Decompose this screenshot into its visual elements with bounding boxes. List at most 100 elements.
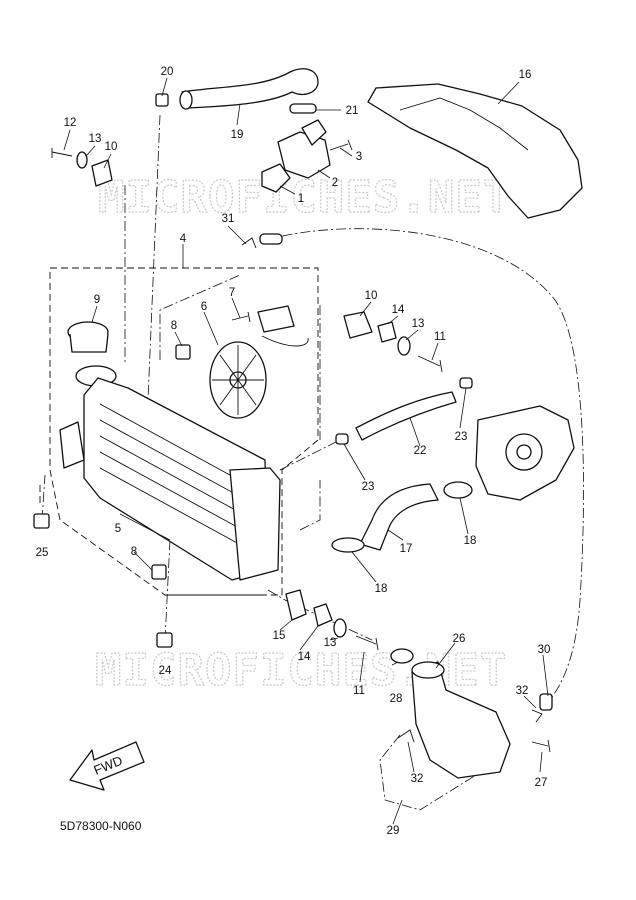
callout-19: 19	[231, 129, 244, 141]
callout-5: 5	[115, 523, 121, 535]
callout-24: 24	[159, 665, 172, 677]
clip-24	[156, 632, 173, 648]
callout-2: 2	[332, 177, 338, 189]
clip-32-right	[531, 709, 543, 723]
radiator-cap-body	[69, 333, 109, 353]
clip-25	[33, 513, 50, 529]
callout-8-bottom: 8	[131, 546, 137, 558]
coolant-reservoir-tank	[411, 661, 511, 779]
callout-14-mid: 14	[392, 304, 405, 316]
leader-lines	[63, 77, 549, 825]
callout-12: 12	[64, 117, 77, 129]
callout-29: 29	[387, 825, 400, 837]
callout-14-bottom: 14	[298, 651, 311, 663]
callout-10-mid: 10	[365, 290, 378, 302]
bypass-hose-22	[355, 391, 457, 441]
collar-14-mid	[377, 321, 397, 343]
reservoir-filler	[411, 661, 445, 679]
center-line-15	[267, 589, 373, 641]
bolt-7	[231, 311, 251, 323]
hose-clamp-18-left	[331, 537, 365, 553]
callout-6: 6	[201, 301, 207, 313]
air-shroud-edge	[399, 97, 529, 151]
callout-18-right: 18	[464, 535, 477, 547]
hose-clamp-18-right	[443, 481, 473, 499]
overflow-hose-routing	[264, 228, 584, 706]
radiator-assembly-boundary	[49, 267, 319, 596]
callout-13-top: 13	[89, 133, 102, 145]
thermostat	[261, 163, 291, 193]
center-line-25	[41, 474, 46, 521]
reservoir-hose-30	[539, 693, 553, 711]
callout-20: 20	[161, 66, 174, 78]
callout-28: 28	[390, 693, 403, 705]
water-pump-shaft	[516, 444, 532, 460]
callout-1: 1	[298, 193, 304, 205]
lower-radiator-hose	[359, 483, 439, 551]
center-line-mount	[299, 305, 321, 531]
callout-16: 16	[519, 69, 532, 81]
washer-13-mid	[397, 336, 411, 356]
callout-18-left: 18	[375, 583, 388, 595]
overflow-hose-end	[259, 233, 283, 245]
clip-8-bottom	[151, 564, 167, 580]
callout-22: 22	[414, 445, 427, 457]
grommet-15	[285, 589, 307, 621]
clip-8-top	[175, 344, 191, 360]
diagram-code: 5D78300-N060	[60, 819, 142, 833]
callout-17: 17	[400, 543, 413, 555]
center-line-24	[164, 539, 171, 641]
callout-11-mid: 11	[434, 331, 446, 343]
fan-connector	[257, 305, 295, 333]
radiator-side-tank	[229, 467, 281, 581]
callout-23-right: 23	[455, 431, 468, 443]
bolt-11-bottom	[355, 635, 379, 651]
radiator-lower-boundary	[39, 485, 262, 596]
callout-13-mid: 13	[412, 318, 425, 330]
fan-wire	[261, 335, 309, 347]
upper-hose-end	[179, 90, 193, 110]
hose-clamp-23-right	[459, 377, 473, 389]
grommet-10-mid	[343, 311, 373, 339]
reservoir-cap	[390, 648, 414, 664]
center-line-23	[279, 439, 341, 471]
callout-32-left: 32	[411, 773, 424, 785]
collar-13-top	[76, 151, 88, 169]
callout-8-top: 8	[171, 320, 177, 332]
washer-13-bottom	[333, 618, 347, 638]
forward-arrow-icon	[69, 741, 145, 791]
callout-3: 3	[356, 151, 362, 163]
radiator-bracket-left	[59, 421, 85, 469]
callout-26: 26	[453, 633, 466, 645]
hose-clamp-21	[289, 103, 317, 114]
center-line-29	[379, 734, 501, 811]
callout-25: 25	[36, 547, 49, 559]
callout-27: 27	[535, 777, 548, 789]
grommet-10-top	[91, 159, 113, 187]
upper-radiator-hose	[181, 68, 319, 109]
watermark-top: MICROFICHES.NET	[98, 172, 510, 223]
callout-30: 30	[538, 644, 551, 656]
air-shroud	[367, 83, 583, 219]
hose-clamp-20	[155, 93, 169, 107]
bolt-3	[329, 139, 353, 151]
callout-9: 9	[94, 294, 100, 306]
center-line-20	[147, 114, 161, 401]
hose-clamp-23-left	[335, 433, 349, 445]
thermostat-outlet	[301, 119, 327, 146]
callout-4: 4	[180, 233, 187, 245]
callout-31: 31	[222, 213, 235, 225]
callout-32-right: 32	[516, 685, 529, 697]
clip-31	[241, 237, 257, 249]
fan-blades	[212, 345, 264, 415]
clip-32-left	[397, 729, 415, 743]
callout-13-bottom: 13	[324, 637, 337, 649]
callout-21: 21	[346, 105, 359, 117]
bolt-11-mid	[417, 355, 443, 373]
radiator-fins	[99, 403, 251, 551]
callout-23-left: 23	[362, 481, 375, 493]
center-line-fan	[159, 274, 241, 360]
callout-10-top: 10	[105, 141, 118, 153]
callout-11-bottom: 11	[353, 685, 365, 697]
